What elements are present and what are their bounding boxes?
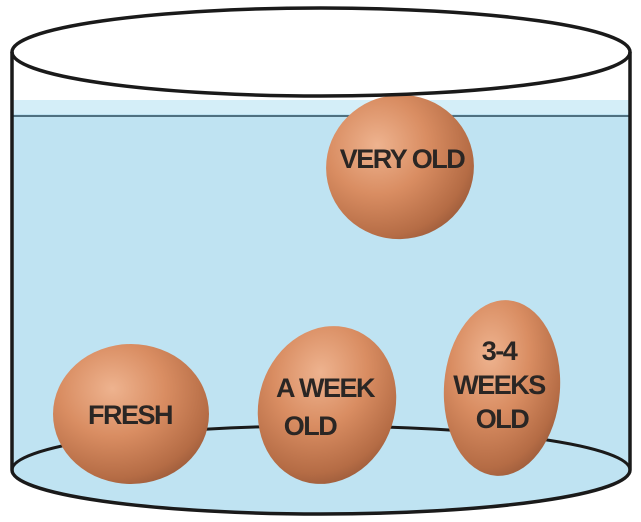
container-top-rim (12, 8, 630, 96)
egg-label-line: 3-4 (482, 336, 518, 366)
water-surface (12, 100, 630, 114)
egg-label-line: WEEKS (453, 370, 545, 400)
egg-label-line: VERY OLD (340, 144, 466, 174)
egg-label-line: A WEEK (276, 373, 376, 403)
egg-fresh: FRESH (53, 344, 209, 484)
egg-label-line: OLD (284, 411, 337, 441)
egg-label-line: OLD (476, 404, 529, 434)
egg-label: VERY OLD (340, 144, 466, 174)
egg-label: FRESH (88, 400, 172, 430)
egg-label-line: FRESH (88, 400, 172, 430)
